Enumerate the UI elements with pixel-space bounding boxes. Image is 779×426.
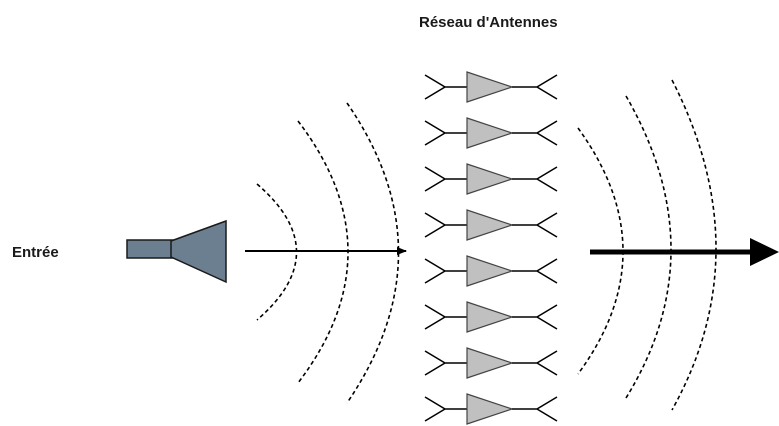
incoming-wavefront-3	[346, 102, 400, 404]
antenna-element	[424, 209, 558, 241]
horn-antenna-icon	[126, 219, 227, 284]
antenna-element	[424, 163, 558, 195]
outgoing-wavefronts	[577, 79, 717, 411]
antenna-element	[424, 71, 558, 103]
outgoing-wavefront-3	[671, 79, 717, 411]
antenna-element	[424, 117, 558, 149]
horn-feed	[126, 239, 174, 259]
incoming-wavefronts	[256, 102, 400, 404]
diagram-title: Réseau d'Antennes	[419, 14, 558, 31]
antenna-element	[424, 347, 558, 379]
antenna-array	[424, 71, 558, 425]
antenna-element	[424, 393, 558, 425]
antenna-element	[424, 301, 558, 333]
input-label: Entrée	[12, 244, 59, 261]
antenna-element	[424, 255, 558, 287]
output-arrow	[590, 238, 779, 266]
incoming-wavefront-1	[256, 183, 298, 321]
outgoing-wavefront-2	[625, 95, 672, 399]
horn-flare	[170, 219, 227, 284]
